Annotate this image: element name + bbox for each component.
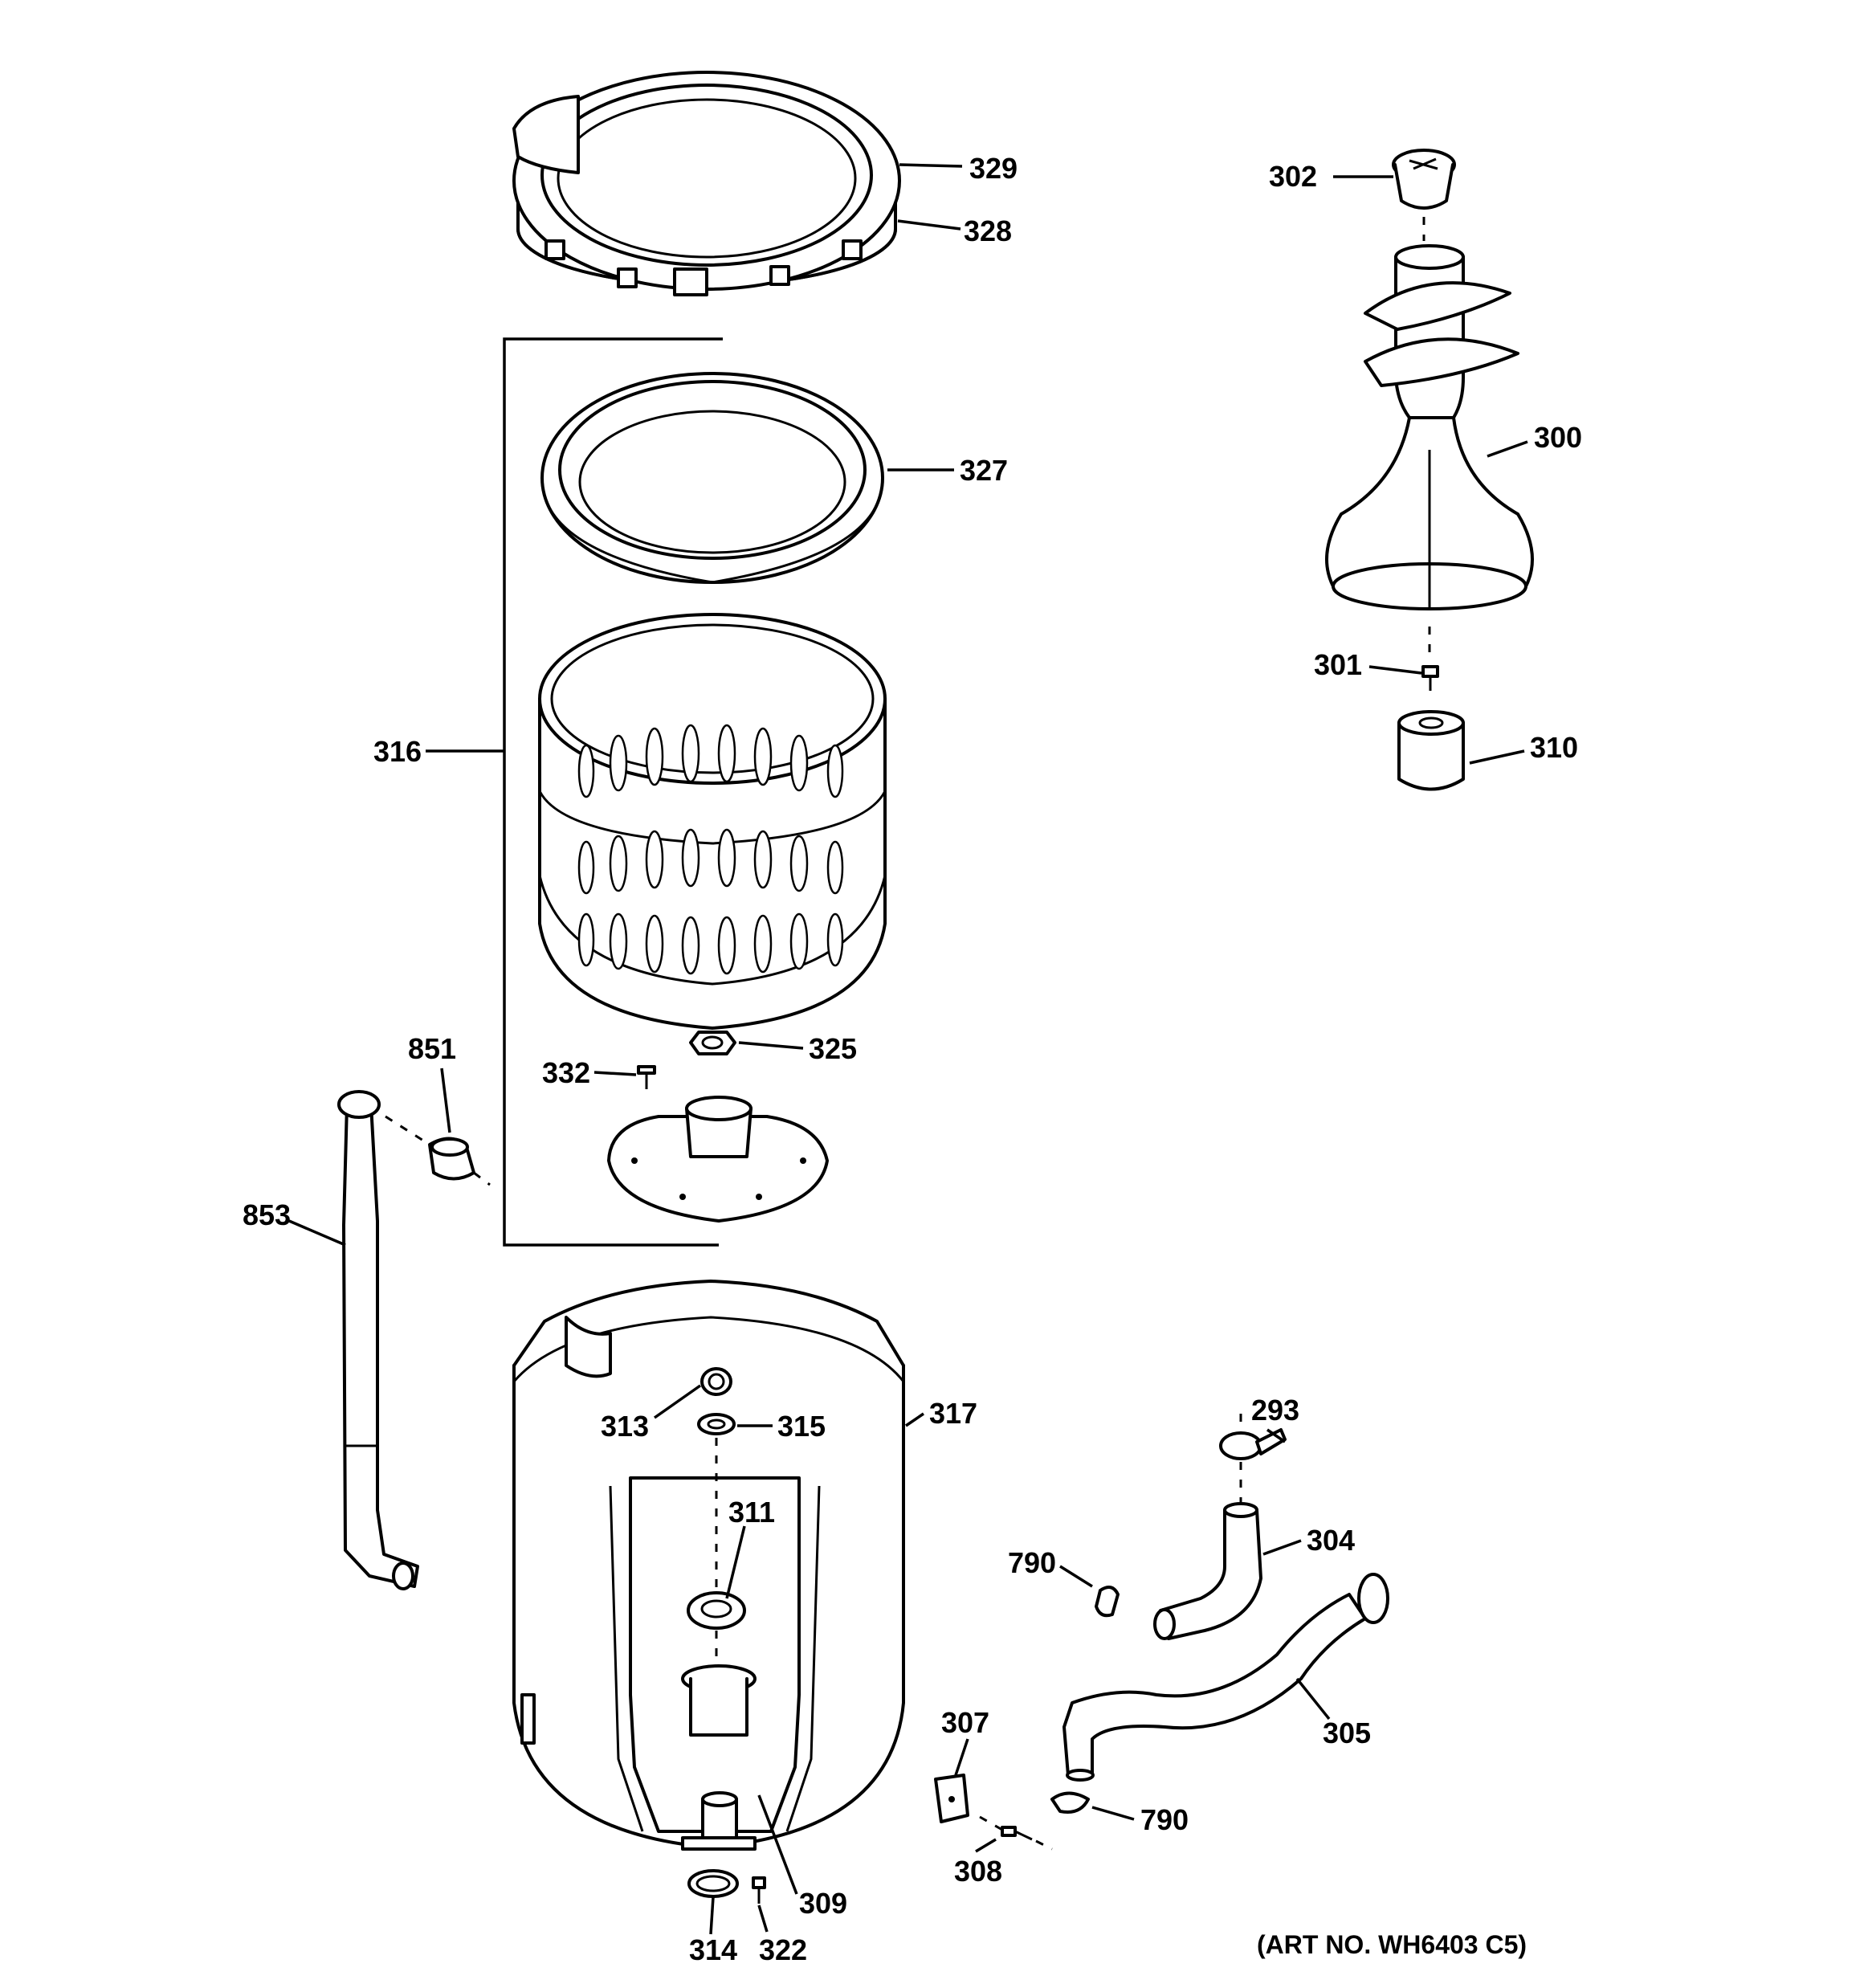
- callout-307: 307: [941, 1706, 989, 1739]
- callout-851: 851: [408, 1032, 456, 1065]
- tub-cover-329-328: [512, 71, 901, 296]
- art-number: (ART NO. WH6403 C5): [1257, 1930, 1527, 1959]
- screw-332: [637, 1065, 656, 1089]
- balance-ring-327: [540, 372, 884, 584]
- gasket-314: [687, 1869, 739, 1898]
- basket-hub-plate: [607, 1096, 829, 1223]
- tube-853: [337, 1090, 419, 1590]
- callout-317: 317: [929, 1397, 977, 1430]
- callout-315: 315: [777, 1410, 826, 1443]
- leader-lines: [288, 163, 1528, 1935]
- hose-clamp-293: [1219, 1414, 1287, 1502]
- callout-300: 300: [1534, 421, 1582, 454]
- callout-304: 304: [1307, 1524, 1355, 1557]
- callout-301: 301: [1314, 648, 1362, 681]
- bearing-313: [700, 1367, 732, 1396]
- agitator-cap-302: [1392, 149, 1456, 241]
- callout-313: 313: [601, 1410, 649, 1443]
- callout-327: 327: [960, 454, 1008, 487]
- clamp-790-lower: [1050, 1791, 1090, 1814]
- callout-790-lower: 790: [1140, 1803, 1189, 1836]
- callout-311: 311: [728, 1496, 775, 1529]
- drain-housing-309: [681, 1791, 757, 1851]
- bracket-307: [934, 1774, 969, 1823]
- callout-322: 322: [759, 1933, 807, 1966]
- screw-308: [979, 1815, 1053, 1851]
- outer-tub-317: [512, 1280, 905, 1849]
- seal-311: [687, 1438, 746, 1667]
- screw-322: [752, 1876, 766, 1904]
- callout-332: 332: [542, 1056, 590, 1089]
- callout-325: 325: [809, 1032, 857, 1065]
- callout-316: 316: [373, 735, 422, 768]
- callout-302: 302: [1269, 160, 1317, 193]
- callout-309: 309: [799, 1887, 847, 1920]
- washer-315: [697, 1413, 736, 1435]
- air-dome-851: [385, 1115, 491, 1186]
- basket-perforations: [577, 724, 844, 975]
- wash-basket: [538, 613, 887, 1030]
- clamp-790-upper: [1095, 1586, 1120, 1618]
- callout-308: 308: [954, 1855, 1002, 1888]
- hub-nut-325: [689, 1031, 736, 1055]
- basket-assembly-bracket-316: [426, 337, 723, 1247]
- hose-304: [1153, 1502, 1262, 1640]
- callout-305: 305: [1323, 1717, 1371, 1749]
- screw-301: [1421, 665, 1439, 691]
- callout-853: 853: [243, 1198, 291, 1231]
- callout-293: 293: [1251, 1394, 1299, 1427]
- agitator-300: [1325, 244, 1534, 659]
- callout-329: 329: [969, 152, 1018, 185]
- drain-hose-305: [1062, 1573, 1389, 1782]
- callout-328: 328: [964, 214, 1012, 247]
- callout-310: 310: [1530, 731, 1578, 764]
- coupling-310: [1397, 710, 1465, 791]
- callout-790-upper: 790: [1008, 1546, 1056, 1579]
- callout-314: 314: [689, 1933, 737, 1966]
